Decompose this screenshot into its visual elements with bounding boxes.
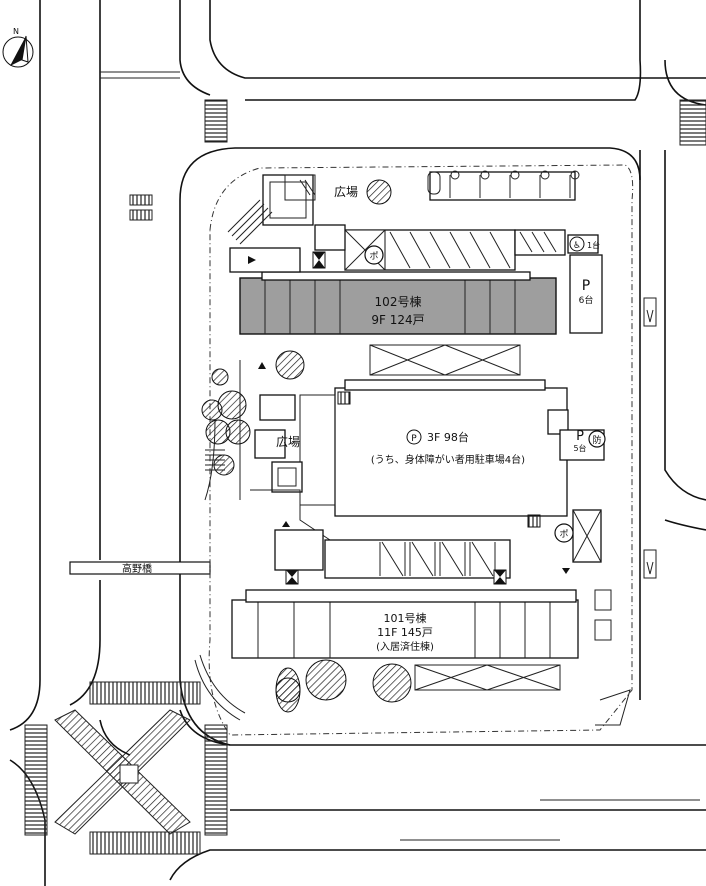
building-102: [239, 271, 557, 335]
building-102-name: 102号棟: [375, 294, 422, 309]
bridge: [69, 561, 211, 575]
lower-parking: [274, 509, 602, 585]
parking-garage-title: 3F 98台: [427, 430, 469, 444]
parking-garage-note: (うち、身体障がい者用駐車場4台): [371, 453, 525, 466]
pump-label-top: ポ: [369, 251, 378, 262]
building-102-info: 9F 124戸: [371, 313, 424, 327]
accessible-parking-icon: ♿: [569, 236, 585, 252]
crosswalks: [24, 99, 706, 855]
middle-plaza: [204, 360, 331, 541]
top-parking-row: [427, 170, 580, 201]
left-steps: [194, 449, 631, 726]
direction-arrow-icon: [643, 549, 657, 579]
north-arrow-icon: [2, 35, 34, 68]
pump-label-bottom: ポ: [559, 529, 568, 540]
disaster-prevention-icon: [588, 430, 606, 448]
parking-lot-6: [569, 254, 603, 334]
pump-icon-top: [364, 245, 384, 265]
building-101-name: 101号棟: [384, 611, 427, 625]
parking-lot-6-symbol: P: [582, 278, 590, 294]
parking-garage-symbol: P: [411, 434, 417, 444]
plaza-label-top: 広場: [334, 185, 358, 199]
pump-icon-bottom: [554, 523, 574, 543]
bridge-label: 高野橋: [122, 562, 152, 575]
building-101-info: 11F 145戸: [377, 626, 433, 639]
parking-lot-5-count: 5台: [573, 443, 586, 453]
north-label: N: [13, 27, 19, 36]
building-101-note: (入居済住棟): [376, 640, 434, 653]
building-101: [231, 589, 612, 691]
direction-arrow-icon: [643, 297, 657, 327]
accessible-parking-count: 1台: [587, 240, 600, 250]
parking-lot-6-count: 6台: [579, 294, 594, 306]
parking-garage: [299, 344, 605, 528]
plaza-label-middle: 広場: [276, 435, 300, 449]
svg-text:♿: ♿: [573, 241, 581, 251]
parking-garage-symbol-icon: [406, 429, 422, 445]
parking-lot-5-symbol: P: [576, 429, 584, 444]
trees: [201, 179, 412, 713]
disaster-prevention-label: 防: [592, 434, 601, 446]
